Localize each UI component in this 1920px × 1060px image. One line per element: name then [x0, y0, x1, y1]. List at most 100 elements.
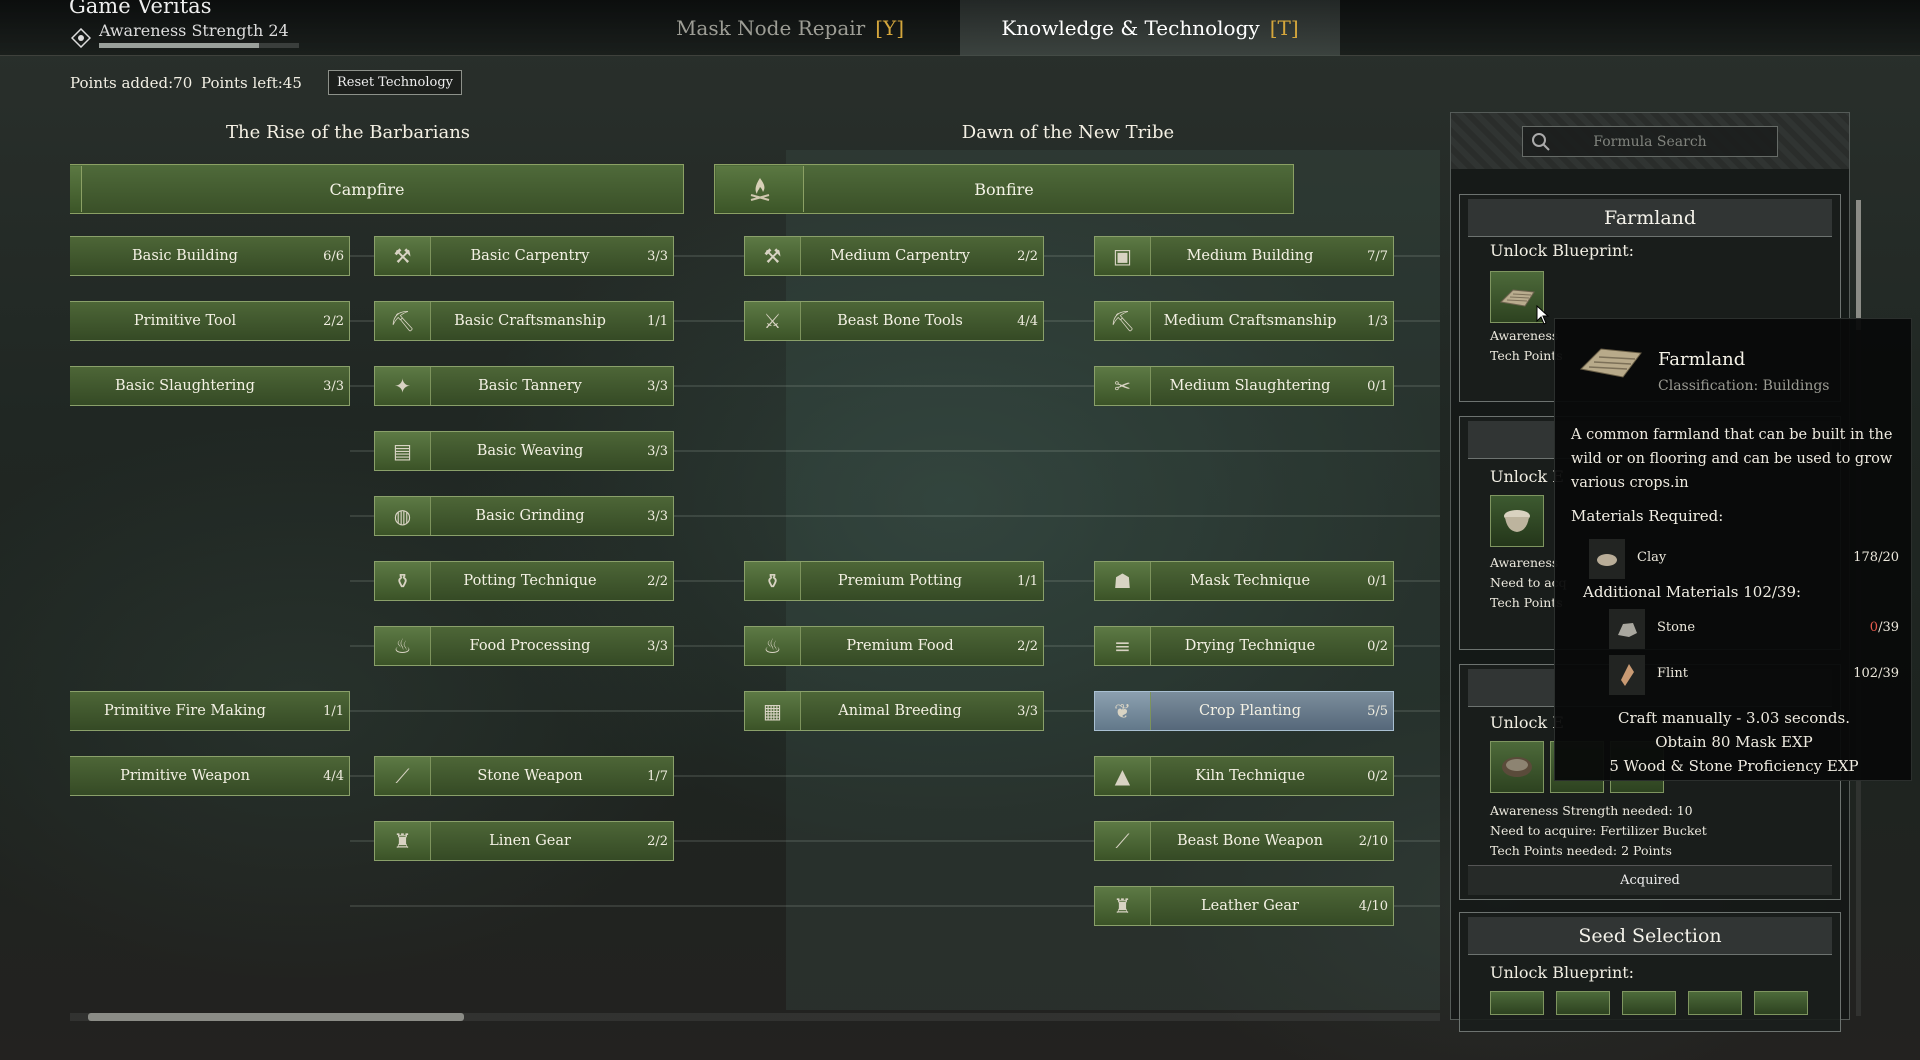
node-label: Animal Breeding [838, 703, 962, 719]
seed-blueprint-icon[interactable] [1490, 991, 1544, 1015]
node-label: Linen Gear [489, 833, 571, 849]
tech-points-needed: Tech Points needed: 2 Points [1490, 843, 1672, 858]
awareness-needed: Awareness Strength needed: 10 [1490, 803, 1693, 818]
craft-icon: ⛏ [1095, 302, 1151, 340]
farmland-tooltip: Farmland Classification: Buildings A com… [1554, 318, 1912, 781]
flint-icon [1609, 655, 1645, 695]
seed-blueprint-icon[interactable] [1688, 991, 1742, 1015]
node-label: Premium Potting [837, 573, 963, 589]
awareness-strength: Awareness Strength 24 [99, 21, 289, 40]
node-label: Basic Weaving [476, 443, 584, 459]
node-label: Potting Technique [463, 573, 597, 589]
material-have: 0 [1869, 620, 1879, 635]
card-title: Seed Selection [1468, 917, 1832, 955]
material-row: Flint 102/39 [1609, 655, 1899, 695]
reset-technology-button[interactable]: Reset Technology [328, 70, 462, 95]
material-count: 178/20 [1853, 550, 1899, 565]
kiln-icon: ▲ [1095, 757, 1151, 795]
gear-icon: ♜ [375, 822, 431, 860]
material-row: Stone 0/39 [1609, 609, 1899, 649]
campfire-icon [70, 166, 82, 212]
tab-label: Mask Node Repair [675, 16, 866, 40]
basket-blueprint-icon[interactable] [1490, 741, 1544, 793]
formula-search-input[interactable]: Formula Search [1522, 126, 1778, 157]
material-name: Clay [1637, 550, 1667, 565]
card-tech-points-line: Tech Points [1490, 348, 1563, 363]
tannery-icon: ✦ [375, 367, 431, 405]
slaughter-icon: ✂ [1095, 367, 1151, 405]
node-level: 3/3 [647, 508, 668, 524]
clay-icon [1589, 539, 1625, 579]
bowl-blueprint-icon[interactable] [1490, 495, 1544, 547]
rack-icon: ≡ [1095, 627, 1151, 665]
horizontal-scrollbar-thumb[interactable] [88, 1013, 464, 1021]
node-level: 3/3 [323, 378, 344, 394]
seed-blueprint-icon[interactable] [1754, 991, 1808, 1015]
seed-blueprint-icon[interactable] [1556, 991, 1610, 1015]
unlock-blueprint-label: Unlock Blueprint: [1490, 963, 1635, 982]
pot-icon: ⚱ [375, 562, 431, 600]
carpentry-icon: ⚒ [745, 237, 801, 275]
card-awareness-line: Awareness [1490, 328, 1559, 343]
node-label: Basic Craftsmanship [454, 313, 606, 329]
tab-label: Knowledge & Technology [1001, 16, 1260, 40]
node-level: 4/10 [1358, 898, 1388, 914]
node-level: 0/2 [1367, 768, 1388, 784]
seed-blueprint-icon[interactable] [1622, 991, 1676, 1015]
tab-hotkey: [Y] [875, 16, 905, 40]
node-label: Basic Grinding [475, 508, 585, 524]
game-title: Game Veritas [69, 0, 212, 18]
additional-materials-label: Additional Materials 102/39: [1583, 583, 1802, 601]
node-label: Basic Slaughtering [115, 378, 255, 394]
search-icon [1532, 133, 1550, 151]
node-label: Premium Food [846, 638, 954, 654]
card-seed-selection[interactable]: Seed Selection Unlock Blueprint: [1459, 912, 1841, 1032]
farmland-blueprint-icon[interactable] [1490, 271, 1544, 323]
material-count: 102/39 [1853, 666, 1899, 681]
mask-exp-reward: Obtain 80 Mask EXP [1655, 733, 1813, 751]
node-label: Basic Building [132, 248, 238, 264]
vertical-scrollbar-thumb[interactable] [1856, 200, 1861, 330]
tab-knowledge-technology[interactable]: Knowledge & Technology[T] [960, 0, 1340, 56]
tab-mask-node-repair[interactable]: Mask Node Repair [Y] [620, 0, 960, 56]
node-level: 4/4 [1017, 313, 1038, 329]
horizontal-scrollbar-track[interactable] [70, 1013, 1440, 1021]
node-label: Primitive Fire Making [104, 703, 266, 719]
points-added: Points added:70 [70, 74, 193, 92]
awareness-progress-fill [99, 43, 259, 48]
node-label: Beast Bone Weapon [1177, 833, 1323, 849]
node-level: 4/4 [323, 768, 344, 784]
unlock-blueprint-label: Unlock Blueprint: [1490, 241, 1635, 260]
node-label: Medium Craftsmanship [1163, 313, 1337, 329]
tech-node-basic-slaughtering[interactable]: Basic Slaughtering 3/3 [70, 366, 350, 406]
node-level: 3/3 [1017, 703, 1038, 719]
